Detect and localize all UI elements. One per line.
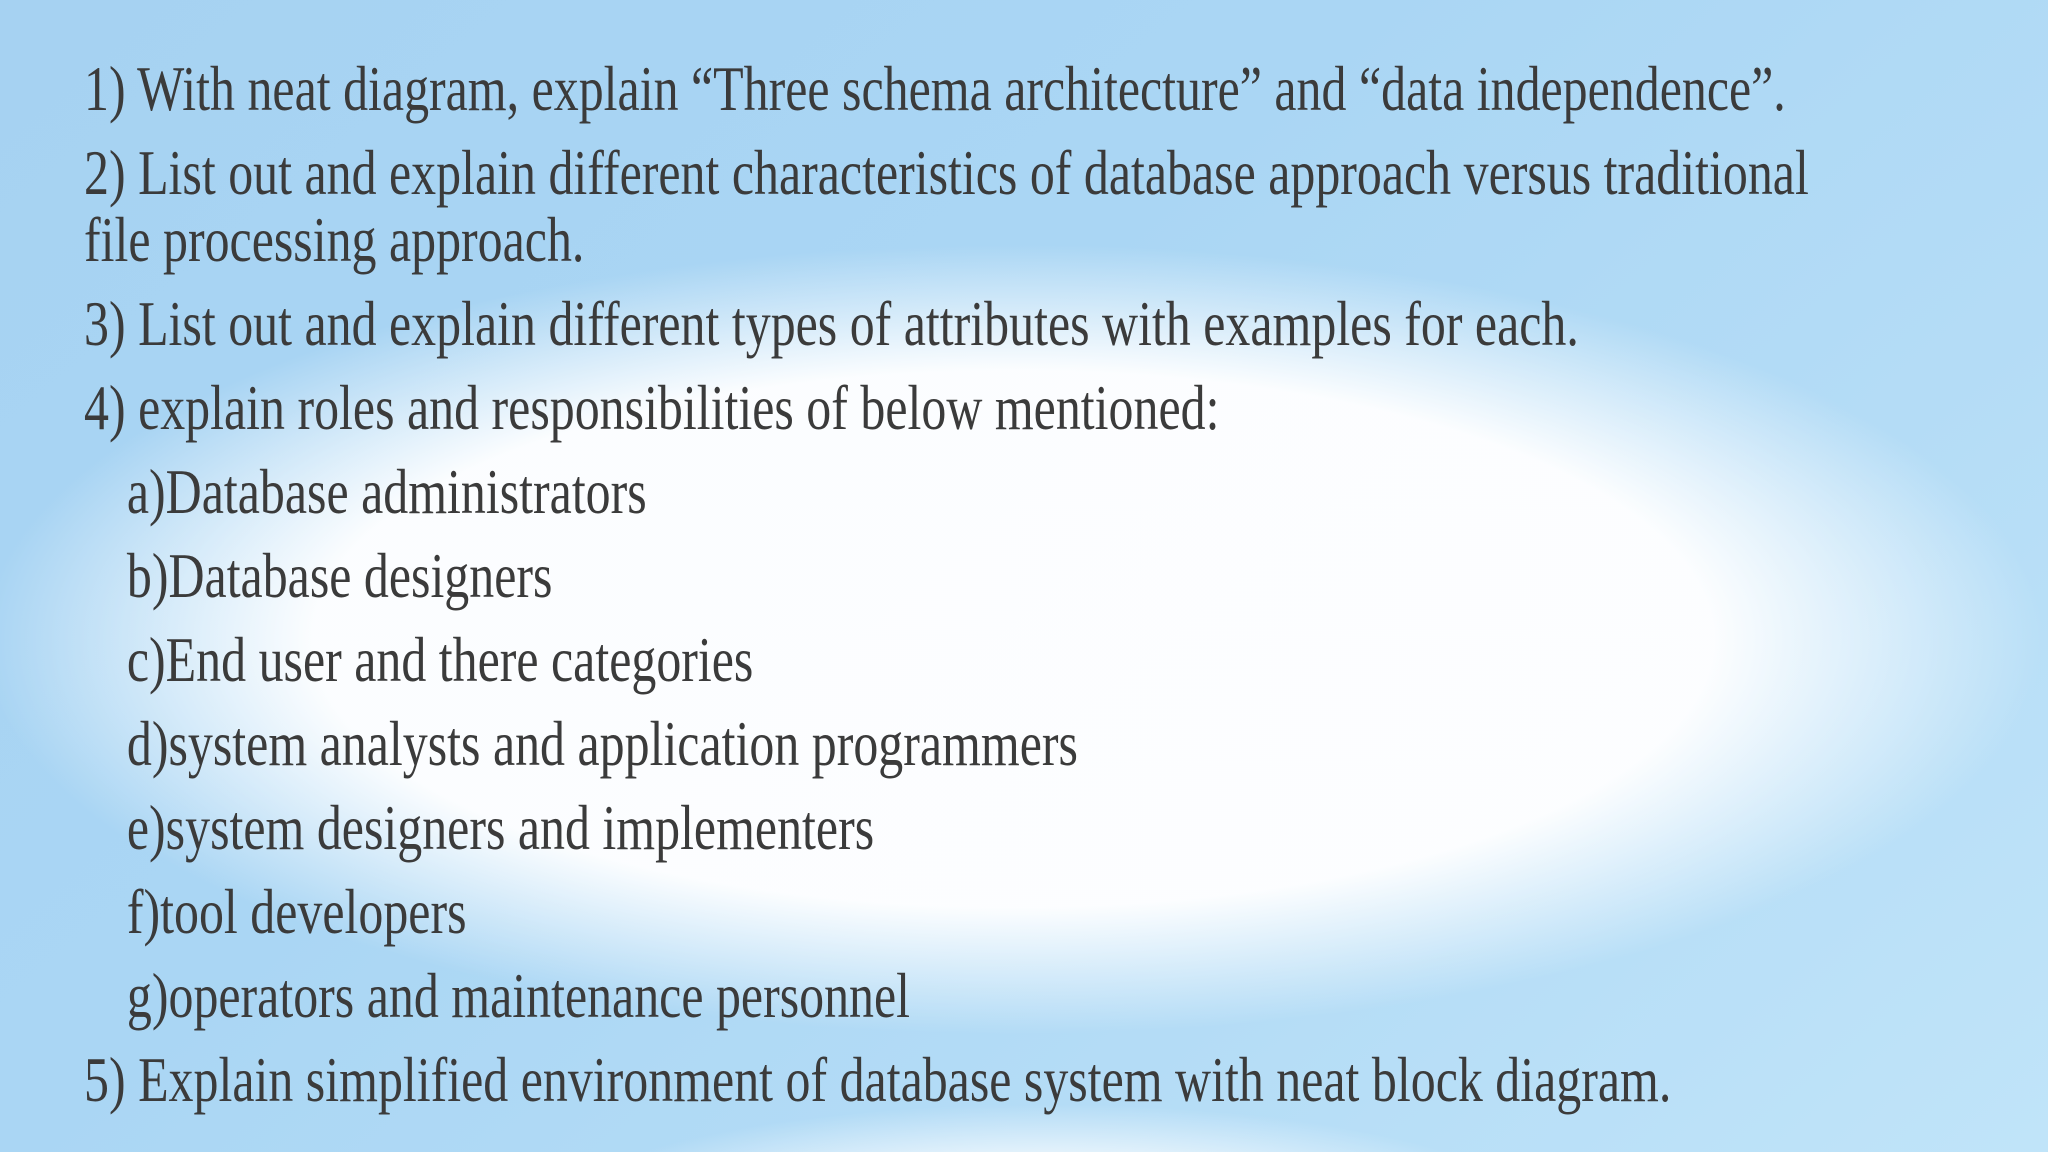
sub-item-f: f)tool developers: [126, 876, 467, 947]
sub-item-a: a)Database administrators: [126, 456, 647, 527]
sub-item-e: e)system designers and implementers: [126, 792, 875, 863]
sub-item-d: d)system analysts and application progra…: [126, 708, 1078, 779]
question-item-5: 5) Explain simplified environment of dat…: [84, 1044, 1672, 1115]
sub-item-g: g)operators and maintenance personnel: [126, 960, 911, 1031]
question-item-2: 2) List out and explain different charac…: [84, 137, 1809, 275]
sub-item-b: b)Database designers: [126, 540, 553, 611]
sub-item-c: c)End user and there categories: [126, 624, 754, 695]
question-item-1: 1) With neat diagram, explain “Three sch…: [84, 53, 1786, 124]
question-list: 1) With neat diagram, explain “Three sch…: [84, 55, 2048, 1130]
question-item-4: 4) explain roles and responsibilities of…: [84, 372, 1220, 443]
question-item-3: 3) List out and explain different types …: [84, 288, 1579, 359]
